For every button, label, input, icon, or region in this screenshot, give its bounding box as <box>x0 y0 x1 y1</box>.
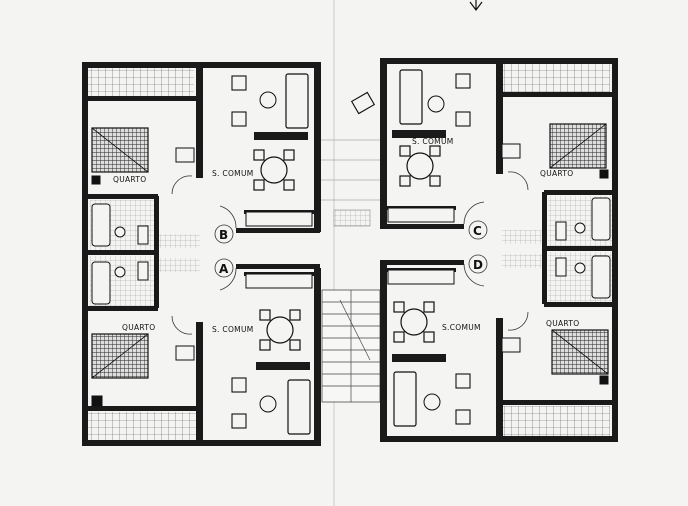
balcony-bottom-right <box>502 406 610 438</box>
core-marker-d <box>468 254 488 274</box>
balcony-bottom-left <box>86 412 198 444</box>
core-marker-c <box>468 220 488 240</box>
balcony-top-left <box>86 66 194 98</box>
core-marker-b <box>214 224 234 244</box>
corridor-strip-left-upper <box>156 234 200 248</box>
room-label-quarto-a: QUARTO <box>113 175 146 184</box>
corridor-strip-right-upper <box>502 230 546 244</box>
upper-landing <box>320 139 384 227</box>
corridor-strip-right-lower <box>502 254 546 268</box>
core-label-a: A <box>219 262 229 276</box>
room-label-quarto-c: QUARTO <box>540 169 573 178</box>
room-label-quarto-b: QUARTO <box>122 323 155 332</box>
furniture-misc <box>91 143 611 407</box>
sofas <box>285 69 423 435</box>
room-label-comum-c: S. COMUM <box>412 137 454 146</box>
armchairs <box>231 73 471 429</box>
core-label-c: C <box>473 224 482 238</box>
bed-b <box>91 333 149 379</box>
room-label-quarto-d: QUARTO <box>546 319 579 328</box>
core-label-d: D <box>473 258 483 272</box>
door-swings <box>171 171 529 335</box>
core-marker-a <box>214 258 234 278</box>
kitchen-units <box>245 207 455 289</box>
room-label-comum-b: S. COMUM <box>212 325 254 334</box>
balcony-top-right <box>502 62 610 94</box>
coffee-tables <box>259 91 445 413</box>
north-arrow-icon <box>469 0 483 11</box>
bed-a <box>91 127 149 173</box>
corridor-strip-left-lower <box>156 258 200 272</box>
bed-c <box>549 123 607 169</box>
dining-sets <box>253 145 441 351</box>
stairway <box>321 289 381 403</box>
bed-d <box>551 329 609 375</box>
room-label-comum-d: S.COMUM <box>442 323 481 332</box>
room-label-comum-a: S. COMUM <box>212 169 254 178</box>
core-label-b: B <box>219 228 228 242</box>
